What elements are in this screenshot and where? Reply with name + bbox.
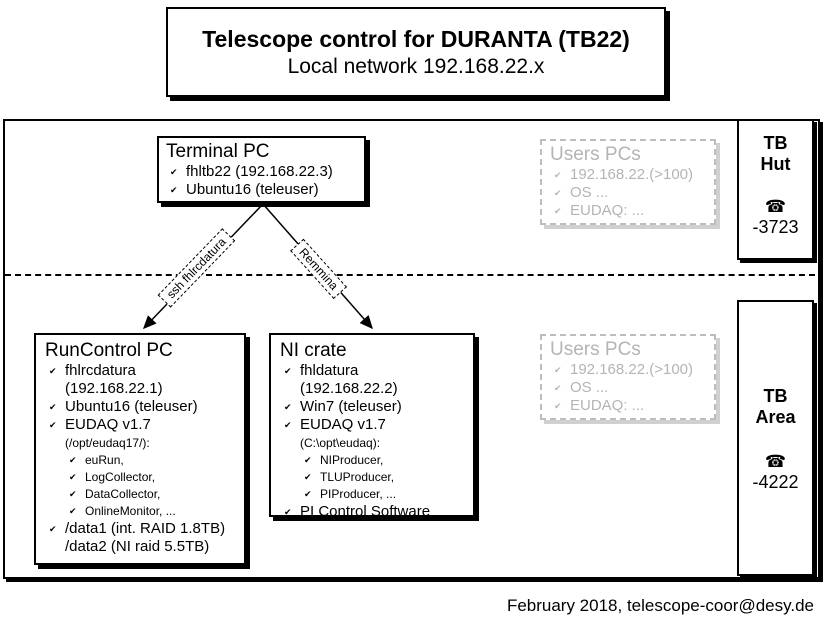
ip-text: (192.168.22.2) [300,380,398,397]
ip-text: (192.168.22.1) [65,380,163,397]
tb-area-box: TB Area ☎ -4222 [737,300,814,576]
terminal-pc-title: Terminal PC [166,141,270,162]
list-item: EUDAQ: ... [550,397,714,415]
hut-area-divider [5,274,815,276]
tb-hut-line2: Hut [760,154,791,174]
sub-list-item: LogCollector, [45,469,244,486]
users-pcs-hut-box: Users PCs 192.168.22.(>100) OS ... EUDAQ… [540,139,716,225]
diagram-title: Telescope control for DURANTA (TB22) [202,26,630,52]
sub-list-item: DataCollector, [45,486,244,503]
tb-hut-line1: TB [763,133,788,153]
users-pcs-title: Users PCs [550,339,641,360]
sub-list-item: euRun, [45,452,244,469]
list-item: EUDAQ v1.7 [45,416,244,434]
list-item: PI Control Software [280,503,473,521]
list-item: Ubuntu16 (teleuser) [45,398,244,416]
ni-crate-box: NI crate fhldatura (192.168.22.2) Win7 (… [269,333,475,521]
path-text: (/opt/eudaq17/): [65,436,150,450]
footer-text: February 2018, telescope-coor@desy.de [506,596,814,615]
list-item: /data1 (int. RAID 1.8TB) [45,520,244,538]
diagram-subtitle: Local network 192.168.22.x [287,55,545,78]
tb-area-line1: TB [763,386,788,406]
list-item: fhldatura [280,362,473,380]
sub-list-item: TLUProducer, [280,469,473,486]
list-item: EUDAQ v1.7 [280,416,473,434]
list-item: Win7 (teleuser) [280,398,473,416]
list-item: Ubuntu16 (teleuser) [166,181,364,199]
tb-area-line2: Area [755,407,796,427]
ni-crate-title: NI crate [280,340,347,361]
runcontrol-pc-title: RunControl PC [45,340,173,361]
users-pcs-title: Users PCs [550,144,641,165]
terminal-pc-box: Terminal PC fhltb22 (192.168.22.3) Ubunt… [157,136,366,203]
telephone-icon: ☎ [764,197,787,216]
tb-hut-phone: -3723 [752,217,799,237]
users-pcs-area-box: Users PCs 192.168.22.(>100) OS ... EUDAQ… [540,334,716,420]
list-item: 192.168.22.(>100) [550,361,714,379]
telephone-icon: ☎ [764,452,787,471]
sub-list-item: PIProducer, ... [280,486,473,503]
sub-list-item: OnlineMonitor, ... [45,503,244,520]
list-item: fhltb22 (192.168.22.3) [166,163,364,181]
list-item: 192.168.22.(>100) [550,166,714,184]
data2-text: /data2 (NI raid 5.5TB) [65,538,210,555]
sub-list-item: NIProducer, [280,452,473,469]
tb-hut-box: TB Hut ☎ -3723 [737,119,814,260]
list-item: OS ... [550,184,714,202]
list-item: OS ... [550,379,714,397]
list-item: fhlrcdatura [45,362,244,380]
runcontrol-pc-box: RunControl PC fhlrcdatura (192.168.22.1)… [34,333,246,565]
tb-area-phone: -4222 [752,472,799,492]
list-item: EUDAQ: ... [550,202,714,220]
path-text: (C:\opt\eudaq): [300,436,381,450]
title-box: Telescope control for DURANTA (TB22) Loc… [166,7,666,97]
